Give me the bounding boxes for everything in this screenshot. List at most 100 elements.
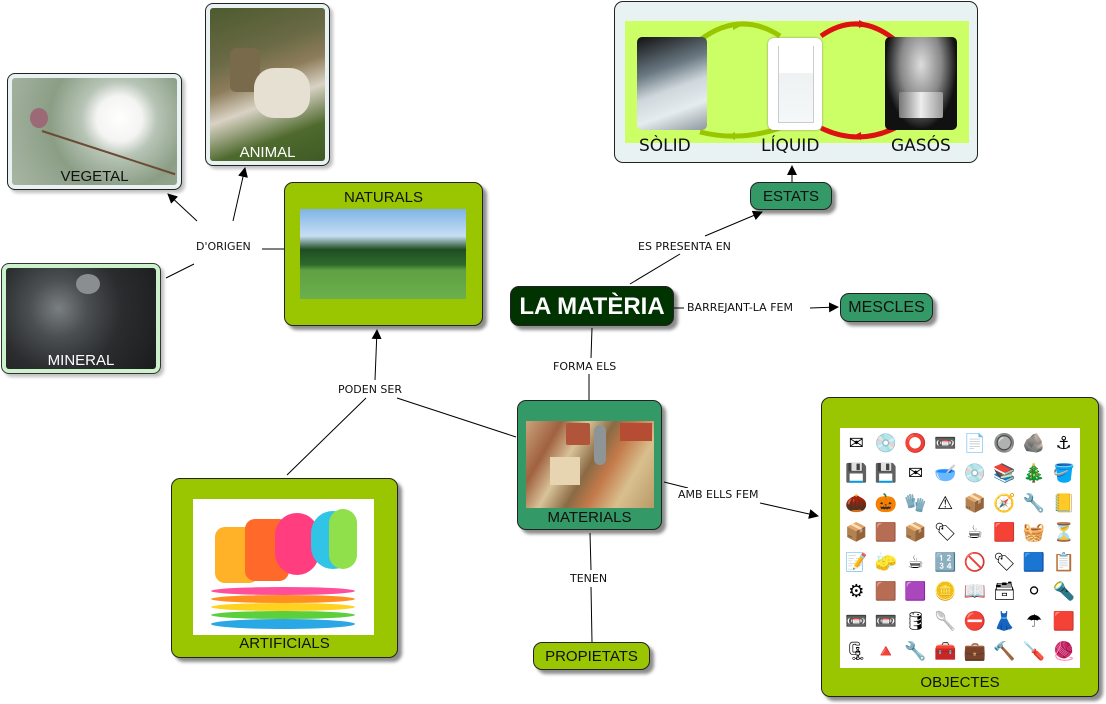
- object-thumbnail: 📦: [845, 522, 868, 544]
- link-poden-naturals: [371, 329, 382, 381]
- state-change-arrows: [698, 20, 897, 140]
- object-thumbnail: 🏷: [933, 522, 957, 544]
- object-thumbnail: 🟫: [874, 522, 898, 544]
- node-propietats-label: PROPIETATS: [545, 648, 638, 665]
- node-objectes[interactable]: ✉💿⭕📼📄🔘🪨⚓💾💾✉🥣💿📚🎄🪣🌰🎃🧤⚠📦🧭🔧📒📦🟫📦🏷☕🟥🧺⏳📝🧽☕🔢🚫🏷🟦📋…: [821, 397, 1099, 697]
- state-label-gas: GASÓS: [891, 136, 951, 156]
- object-thumbnail: 🎄: [1022, 462, 1046, 484]
- link-poden-artificials: [286, 397, 367, 476]
- object-thumbnail: 🧶: [1052, 640, 1075, 662]
- object-thumbnail: 📦: [904, 522, 927, 544]
- object-thumbnail: ⚠: [937, 492, 954, 514]
- link-label-tenen: TENEN: [568, 572, 610, 585]
- object-thumbnail: 🔺: [874, 640, 898, 662]
- node-artificials-label: ARTIFICIALS: [239, 635, 330, 652]
- object-thumbnail: 🪨: [1022, 433, 1046, 455]
- link-origen-animal: [232, 167, 248, 222]
- node-la-materia[interactable]: LA MATÈRIA: [510, 286, 674, 326]
- link-materials-poden: [396, 397, 517, 438]
- object-thumbnail: 🪙: [933, 581, 957, 603]
- link-materials-amb: [663, 481, 689, 489]
- link-tenen-propietats: [590, 586, 593, 643]
- object-thumbnail: 🏷: [993, 551, 1016, 573]
- link-espresenta-estats: [704, 210, 763, 237]
- sheep-shearing-image: [210, 8, 325, 161]
- object-thumbnail: 🟥: [1052, 611, 1075, 633]
- object-thumbnail: 🛢: [904, 611, 927, 633]
- object-thumbnail: 🥄: [933, 611, 957, 633]
- node-naturals-label: NATURALS: [344, 189, 423, 206]
- node-propietats[interactable]: PROPIETATS: [533, 642, 650, 670]
- object-thumbnail: ✉: [908, 462, 924, 484]
- object-thumbnail: 🧺: [1022, 522, 1046, 544]
- link-materials-tenen: [589, 532, 592, 571]
- link-label-forma-els: FORMA ELS: [551, 360, 619, 373]
- link-materia-forma: [590, 327, 593, 359]
- object-thumbnail: 🟦: [1022, 551, 1046, 573]
- node-estats-label: ESTATS: [762, 188, 820, 205]
- link-label-es-presenta-en: ES PRESENTA EN: [636, 240, 733, 253]
- link-label-poden-ser: PODEN SER: [336, 383, 405, 396]
- node-vegetal[interactable]: VEGETAL: [7, 73, 182, 190]
- node-materials-label: MATERIALS: [547, 509, 632, 526]
- object-thumbnail: 💾: [874, 462, 898, 484]
- object-thumbnail: ✉: [848, 433, 864, 455]
- states-panel[interactable]: SÒLID LÍQUID GASÓS: [614, 1, 978, 163]
- object-thumbnail: 📝: [845, 551, 868, 573]
- state-label-solid: SÒLID: [639, 136, 691, 156]
- object-thumbnail: 📼: [874, 611, 898, 633]
- node-mescles[interactable]: MESCLES: [840, 293, 933, 322]
- object-thumbnail: 📚: [993, 462, 1016, 484]
- cotton-plant-image: [12, 78, 177, 185]
- object-thumbnail: 📄: [963, 433, 987, 455]
- link-barrejant-mescles: [809, 302, 839, 313]
- object-thumbnail: 🔨: [993, 640, 1016, 662]
- object-thumbnail: 🧤: [904, 492, 927, 514]
- object-thumbnail: 📖: [963, 581, 987, 603]
- ice-cube-image: [637, 37, 707, 130]
- object-thumbnail: 📼: [933, 433, 957, 455]
- object-thumbnail: 📦: [963, 492, 987, 514]
- arrow-liquid-to-gas: [819, 21, 897, 42]
- plastic-cups-plates-image: [193, 499, 374, 635]
- node-mescles-label: MESCLES: [848, 299, 925, 316]
- object-thumbnail: 🔘: [993, 433, 1016, 455]
- object-thumbnail: ☕: [966, 522, 983, 544]
- object-thumbnail: 🧭: [993, 492, 1016, 514]
- object-thumbnail: 🌰: [845, 492, 868, 514]
- node-animal[interactable]: ANIMAL: [205, 3, 330, 166]
- object-thumbnail: 🧽: [874, 551, 898, 573]
- building-materials-image: [526, 421, 654, 508]
- object-thumbnail: 🔧: [1022, 492, 1046, 514]
- link-label-amb-ells-fem: AMB ELLS FEM: [676, 488, 761, 501]
- object-thumbnail: 🗃: [993, 581, 1016, 603]
- object-thumbnail: 🗜: [844, 640, 868, 662]
- link-label-barrejant: BARREJANT-LA FEM: [685, 301, 795, 314]
- object-thumbnail: 🟪: [904, 581, 927, 603]
- link-amb-objectes: [759, 502, 819, 519]
- boiling-pot-image: [885, 37, 957, 130]
- object-thumbnail: 📒: [1052, 492, 1075, 514]
- object-thumbnail: ☂: [1025, 611, 1043, 633]
- object-thumbnail: 🎃: [874, 492, 898, 514]
- object-thumbnail: 🚫: [963, 551, 987, 573]
- arrow-solid-to-liquid: [698, 21, 782, 43]
- object-thumbnail: 🪣: [1052, 462, 1075, 484]
- water-glass-image: [768, 38, 822, 130]
- object-thumbnail: 💾: [845, 462, 868, 484]
- object-thumbnail: 🟫: [874, 581, 898, 603]
- object-thumbnail: ☕: [907, 551, 924, 573]
- node-artificials[interactable]: ARTIFICIALS: [171, 478, 398, 658]
- node-mineral-label: MINERAL: [47, 352, 115, 369]
- object-thumbnail: 💿: [874, 433, 898, 455]
- object-thumbnail: ⚓: [1055, 433, 1072, 455]
- object-thumbnail: ⛔: [963, 611, 987, 633]
- object-thumbnail: 💿: [963, 462, 987, 484]
- object-thumbnail: 🔢: [933, 551, 957, 573]
- node-estats[interactable]: ESTATS: [750, 182, 832, 210]
- object-thumbnail: 🔧: [904, 640, 927, 662]
- node-materials[interactable]: MATERIALS: [517, 400, 662, 530]
- node-mineral[interactable]: MINERAL: [1, 263, 161, 374]
- node-naturals[interactable]: NATURALS: [284, 182, 483, 326]
